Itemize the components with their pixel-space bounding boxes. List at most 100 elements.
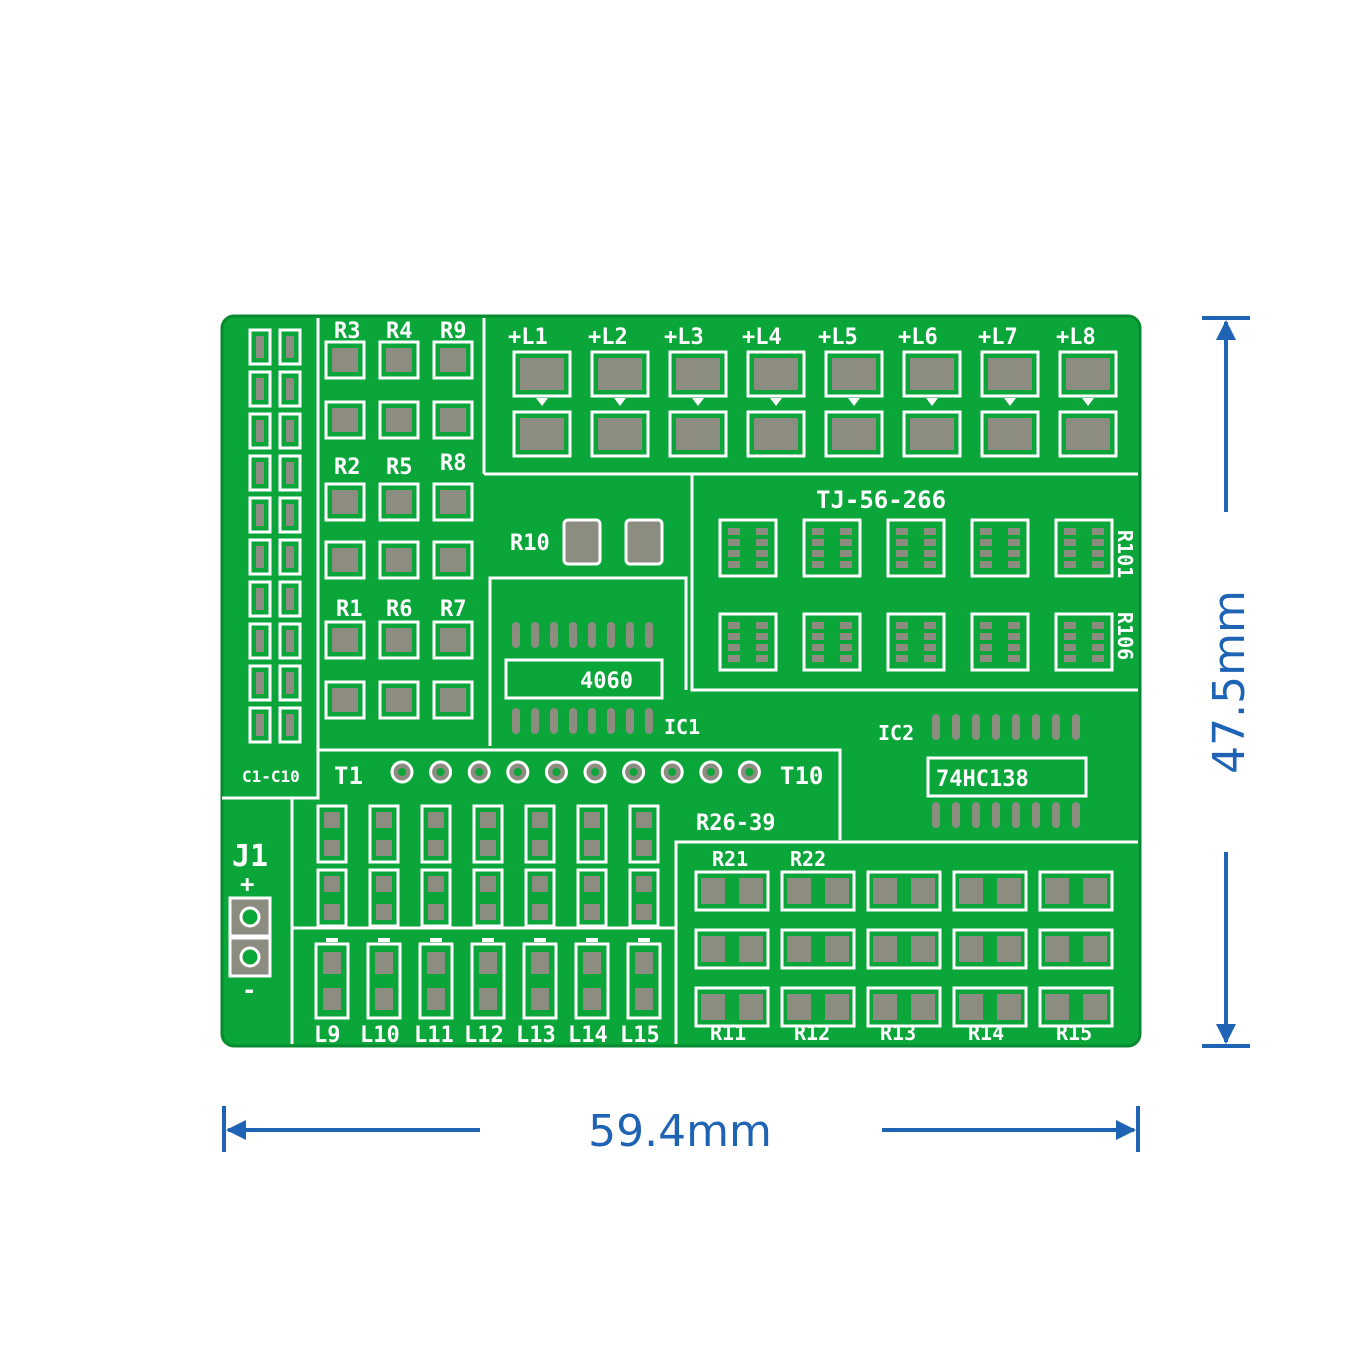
- array-pin: [980, 539, 992, 546]
- pad-metal: [440, 548, 466, 572]
- array-pin: [980, 550, 992, 557]
- ic-pin: [550, 622, 558, 648]
- array-pin: [812, 528, 824, 535]
- array-pin: [1064, 561, 1076, 568]
- resistor-grid-bottom-right: [694, 870, 1114, 1028]
- capacitor-pad: [248, 370, 272, 408]
- capacitor-pad: [278, 454, 302, 492]
- label-r6: R6: [386, 597, 413, 622]
- label-r22: R22: [790, 847, 826, 871]
- resistor-pad: [636, 840, 652, 856]
- led-plus-mark: [482, 938, 494, 942]
- through-hole-center: [629, 768, 638, 776]
- led-polarity-mark: [614, 398, 626, 406]
- led-pad: [323, 988, 341, 1010]
- array-pin: [840, 633, 852, 640]
- pad-metal: [598, 358, 642, 390]
- label-r5: R5: [386, 455, 413, 480]
- ic-pin: [992, 802, 1000, 828]
- pad-metal: [286, 630, 294, 652]
- pad-metal: [386, 628, 412, 652]
- ic-pin: [992, 714, 1000, 740]
- resistor-outline: [316, 868, 348, 928]
- resistor-pad: [787, 878, 811, 904]
- resistor-outline: [368, 804, 400, 864]
- ic-pin: [972, 802, 980, 828]
- led-pad: [590, 350, 650, 398]
- led-plus-mark: [586, 938, 598, 942]
- led-pad: [375, 988, 393, 1010]
- capacitor-pad: [278, 370, 302, 408]
- array-pin: [812, 622, 824, 629]
- pad-metal: [286, 714, 294, 736]
- array-pin: [1008, 655, 1020, 662]
- array-pin: [728, 622, 740, 629]
- label-tj: TJ-56-266: [816, 486, 946, 514]
- ic-pin: [588, 622, 596, 648]
- through-hole-center: [398, 768, 406, 776]
- led-row-top: [512, 350, 1118, 458]
- pad-metal: [386, 548, 412, 572]
- resistor-pad: [378, 482, 420, 522]
- label-r10: R10: [510, 531, 550, 556]
- resistor-pad: [378, 400, 420, 440]
- resistor-pad: [636, 904, 652, 920]
- through-hole-center: [513, 768, 522, 776]
- resistor-pad: [432, 400, 474, 440]
- led-outline: [314, 942, 350, 1020]
- led-polarity-mark: [1004, 398, 1016, 406]
- capacitor-pad: [248, 412, 272, 450]
- led-pad: [479, 988, 497, 1010]
- resistor-pad: [997, 878, 1021, 904]
- array-pin: [1092, 539, 1104, 546]
- ic-pin: [588, 708, 596, 734]
- array-outline: [1054, 518, 1114, 578]
- led-pad: [980, 410, 1040, 458]
- label-ic2: IC2: [878, 721, 914, 745]
- resistor-pad: [787, 936, 811, 962]
- ic-pin: [1072, 802, 1080, 828]
- pad-metal: [520, 358, 564, 390]
- array-pin: [1092, 561, 1104, 568]
- resistor-outline: [1038, 870, 1114, 912]
- array-pin: [1008, 550, 1020, 557]
- pad-metal: [256, 462, 264, 484]
- through-hole-row: [390, 760, 761, 784]
- resistor-outline: [866, 928, 942, 970]
- led-outline: [470, 942, 506, 1020]
- ic-pin: [531, 622, 539, 648]
- led-pad: [531, 988, 549, 1010]
- led-pad: [427, 988, 445, 1010]
- array-pin: [728, 528, 740, 535]
- ic-pin: [645, 622, 653, 648]
- capacitor-pad: [278, 664, 302, 702]
- array-pin: [728, 561, 740, 568]
- ic1-footprint: [504, 622, 664, 734]
- resistor-pad: [378, 620, 420, 660]
- resistor-pad: [532, 812, 548, 828]
- led-polarity-mark: [536, 398, 548, 406]
- array-pin: [1064, 539, 1076, 546]
- resistor-pad: [997, 936, 1021, 962]
- resistor-outline: [472, 868, 504, 928]
- led-row-bottom: [314, 938, 662, 1020]
- ic-pin: [1072, 714, 1080, 740]
- led-pad: [512, 410, 572, 458]
- led-pad: [427, 952, 445, 974]
- array-pin: [924, 561, 936, 568]
- ic-pin: [531, 708, 539, 734]
- pad-metal: [256, 378, 264, 400]
- pad-metal: [256, 546, 264, 568]
- through-hole-center: [552, 768, 561, 776]
- array-pin: [924, 539, 936, 546]
- resistor-outline: [576, 804, 608, 864]
- silkscreen-labels: R3 R4 R9 R2 R5 R8 R1 R6 R7 +L1 +L2 +L3 +…: [232, 319, 1137, 1048]
- resistor-pad: [1045, 994, 1069, 1020]
- label-ic1: IC1: [664, 715, 700, 739]
- height-label: 47.5mm: [1204, 590, 1255, 774]
- resistor-pad: [636, 812, 652, 828]
- capacitor-pad: [248, 454, 272, 492]
- array-pin: [1092, 633, 1104, 640]
- led-pad: [902, 410, 962, 458]
- led-pad: [1058, 350, 1118, 398]
